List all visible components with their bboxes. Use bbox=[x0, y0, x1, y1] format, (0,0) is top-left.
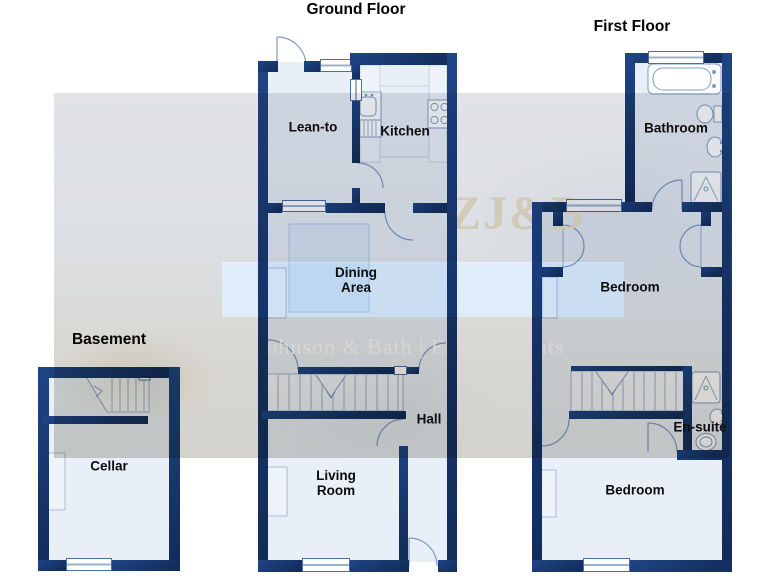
kitchen-label: Kitchen bbox=[380, 123, 430, 139]
kitchen-hatch-window bbox=[350, 79, 362, 101]
ground-floor-title: Ground Floor bbox=[306, 1, 406, 18]
ff-stairs-top-wall bbox=[571, 366, 686, 371]
living-line2: Room bbox=[316, 483, 356, 498]
dining-top-window bbox=[282, 200, 326, 212]
dining-bottom-wall bbox=[298, 367, 394, 374]
landing-door-arc bbox=[541, 418, 570, 447]
bedroom-back-label: Bedroom bbox=[605, 482, 665, 498]
ensuite-bottom-wall bbox=[677, 450, 722, 460]
dining-line1: Dining bbox=[335, 265, 377, 280]
kitchen-dining-door-arc bbox=[384, 211, 414, 241]
first-floor-stairs bbox=[570, 370, 687, 412]
gf-left-wall bbox=[258, 61, 268, 572]
leanto-kitchen-divider-upper bbox=[352, 63, 360, 79]
basement-bottom-wall-right bbox=[112, 560, 180, 571]
living-room-window bbox=[302, 558, 350, 572]
ff-left-wall bbox=[532, 202, 542, 572]
ground-floor-stairs bbox=[265, 373, 404, 412]
bedroom-front-label: Bedroom bbox=[600, 279, 660, 295]
gf-leanto-top-segment bbox=[304, 61, 322, 72]
chimney-stub-right-horizontal bbox=[701, 267, 722, 277]
leanto-entry-door-arc bbox=[276, 36, 307, 67]
first-floor-title: First Floor bbox=[593, 18, 671, 35]
bathroom-label: Bathroom bbox=[644, 120, 708, 136]
ff-top-wall-right bbox=[682, 202, 722, 212]
gf-bottom-wall-mid bbox=[350, 560, 409, 572]
bedroom1-double-door-right bbox=[679, 224, 702, 268]
leanto-label: Lean-to bbox=[288, 119, 338, 135]
bathroom-shower bbox=[690, 171, 722, 205]
ensuite-shower bbox=[691, 371, 721, 404]
dining-line2: Area bbox=[340, 280, 372, 295]
bathroom-sink bbox=[706, 136, 724, 158]
living-room-label: Living Room bbox=[316, 468, 356, 498]
dining-area-label: Dining Area bbox=[335, 265, 377, 295]
chimney-stub-left-vertical bbox=[553, 212, 563, 226]
cellar-window bbox=[66, 558, 112, 571]
ensuite-toilet bbox=[695, 433, 717, 451]
chimney-stub-right-vertical bbox=[701, 212, 711, 226]
ff-top-wall-mid bbox=[622, 202, 652, 212]
dining-top-wall-left bbox=[268, 203, 282, 213]
bedroom2-window bbox=[583, 558, 630, 572]
ensuite-partition-wall bbox=[683, 366, 692, 458]
stair-newel bbox=[394, 366, 407, 375]
dining-top-wall-right bbox=[413, 203, 447, 213]
gf-leanto-top-stub bbox=[258, 61, 278, 72]
bath-tub bbox=[647, 63, 722, 95]
bedroom1-wardrobe bbox=[541, 276, 558, 319]
gf-bottom-wall-left bbox=[258, 560, 302, 572]
ensuite-label: En-suite bbox=[673, 419, 727, 435]
hall-living-divider bbox=[399, 446, 408, 560]
basement-title: Basement bbox=[71, 331, 147, 348]
basement-bottom-wall-left bbox=[38, 560, 66, 571]
front-door-arc bbox=[408, 537, 438, 567]
dining-bottom-wall-right bbox=[407, 367, 419, 374]
ff-bottom-wall-right bbox=[630, 560, 732, 572]
chimney-stub-left-horizontal bbox=[542, 267, 563, 277]
bathroom-window bbox=[648, 51, 704, 64]
leanto-window bbox=[320, 59, 352, 72]
bedroom1-window bbox=[566, 199, 622, 212]
living-room-furniture bbox=[265, 466, 288, 517]
cellar-label: Cellar bbox=[90, 458, 128, 474]
under-stairs-wall bbox=[262, 411, 406, 419]
agency-logo-watermark: ZJ&B bbox=[449, 187, 586, 240]
basement-right-wall bbox=[169, 367, 180, 571]
kitchen-top-wall bbox=[350, 53, 457, 65]
ff-under-stairs-wall bbox=[569, 411, 692, 419]
gf-right-wall bbox=[447, 53, 457, 572]
bathroom-door-arc bbox=[651, 179, 683, 211]
basement-left-wall bbox=[38, 367, 49, 571]
dining-sideboard bbox=[265, 267, 287, 319]
basement-interior-wall bbox=[43, 416, 148, 424]
bathroom-left-wall bbox=[625, 53, 635, 212]
kitchen-drainer bbox=[356, 119, 382, 138]
ff-bottom-wall-left bbox=[532, 560, 583, 572]
gf-bottom-wall-right bbox=[438, 560, 457, 572]
hall-label: Hall bbox=[416, 411, 442, 427]
kitchen-island bbox=[379, 85, 430, 158]
hall-living-door-arc bbox=[376, 418, 405, 447]
living-line1: Living bbox=[316, 468, 356, 483]
dining-top-wall-mid bbox=[326, 203, 385, 213]
ff-right-wall bbox=[722, 53, 732, 572]
leanto-kitchen-door-arc bbox=[357, 162, 384, 189]
leanto-kitchen-divider-mid bbox=[352, 101, 360, 163]
basement-top-wall bbox=[38, 367, 180, 378]
bedroom2-wardrobe bbox=[539, 469, 557, 518]
